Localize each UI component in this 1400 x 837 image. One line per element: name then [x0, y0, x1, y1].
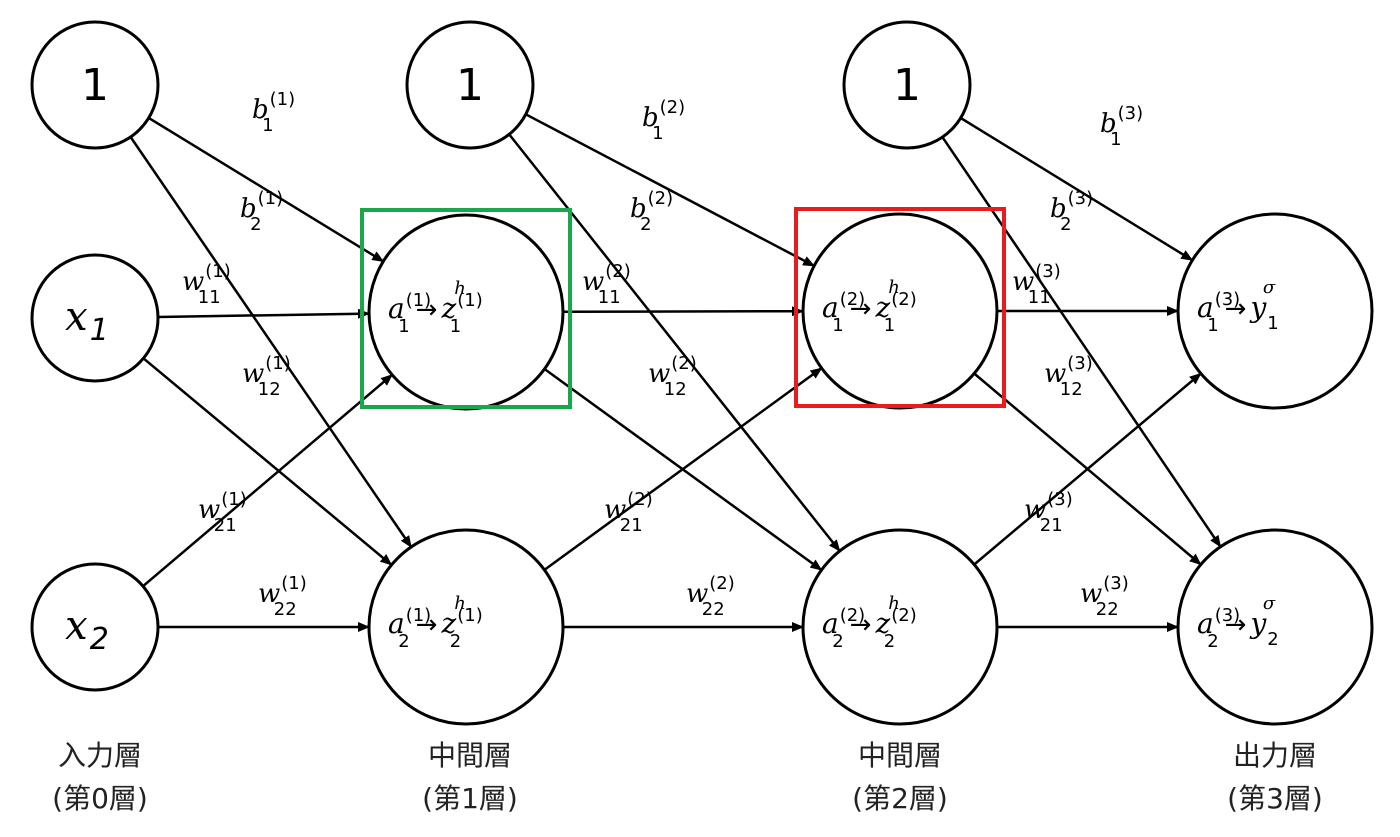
node-x1: x1 — [30, 253, 160, 383]
edge-n11-n21 — [562, 306, 804, 317]
edge-label-w21-1: w(1)21 — [198, 489, 247, 536]
edge-b1-n22 — [508, 133, 841, 552]
node-circle — [1176, 528, 1374, 726]
network-nodes: 1x1x21a(1)1→z(1)1ha(1)2→z(1)2h1a(2)1→z(2… — [30, 20, 1374, 726]
node-b2: 1 — [842, 20, 972, 150]
node-b0: 1 — [30, 20, 160, 150]
edge-label-b2-3: b(3)2 — [1050, 188, 1093, 235]
node-n31: a(3)1→y1σ — [1176, 212, 1374, 410]
edge-b0-n12 — [129, 136, 413, 548]
bias-unit-text: 1 — [893, 60, 921, 111]
activation-function-label: σ — [1263, 593, 1276, 614]
edge-label-w11-2: w(2)11 — [582, 261, 631, 308]
neuron-expression: a(2)1→z(2)1 — [822, 289, 917, 336]
edge-b0-n11 — [148, 116, 385, 263]
edge-label-w12-2: w(2)12 — [648, 353, 697, 400]
bias-unit-text: 1 — [456, 60, 484, 111]
neuron-expression: a(1)1→z(1)1 — [388, 290, 483, 337]
layer-title-L3: 出力層 — [1233, 739, 1317, 772]
edge-label-w22-2: w(2)22 — [686, 573, 735, 620]
edge-label-b1-2: b(2)1 — [642, 97, 685, 144]
edge-b2-n31 — [960, 116, 1194, 262]
activation-function-label: h — [454, 593, 466, 614]
activation-function-label: h — [454, 278, 466, 299]
edge-b2-n32 — [941, 136, 1222, 548]
layer-subtitle-L3: (第3層) — [1227, 782, 1323, 815]
edge-label-b2-2: b(2)2 — [630, 188, 673, 235]
node-circle — [801, 528, 999, 726]
edge-x2-n11 — [142, 373, 393, 588]
highlight-boxes — [360, 207, 1006, 409]
connection-edges — [129, 113, 1222, 632]
edge-label-b1-3: b(3)1 — [1100, 103, 1143, 150]
node-n21: a(2)1→z(2)1h — [801, 212, 999, 410]
node-x2: x2 — [30, 562, 160, 692]
layer-labels: 入力層 (第0層) 中間層 (第1層) 中間層 (第2層) 出力層 (第3層) — [52, 739, 1323, 815]
node-n12: a(1)2→z(1)2h — [367, 528, 565, 726]
node-circle — [842, 20, 972, 150]
node-circle — [30, 20, 160, 150]
edge-label-w12-1: w(1)12 — [242, 353, 291, 400]
node-b1: 1 — [405, 20, 535, 150]
activation-function-label: h — [888, 277, 900, 298]
bias-unit-text: 1 — [81, 60, 109, 111]
layer-title-L1: 中間層 — [428, 739, 512, 772]
node-circle — [367, 528, 565, 726]
highlight-box-n11 — [360, 208, 572, 409]
edge-x1-n12 — [142, 357, 393, 566]
highlight-box-n21 — [794, 207, 1006, 408]
neuron-expression: a(2)2→z(2)2 — [822, 605, 917, 652]
edge-label-w11-1: w(1)11 — [182, 261, 231, 308]
edge-label-w22-1: w(1)22 — [258, 573, 307, 620]
node-n22: a(2)2→z(2)2h — [801, 528, 999, 726]
edge-n12-n21 — [543, 367, 823, 571]
edge-b1-n21 — [525, 113, 815, 268]
layer-subtitle-L2: (第2層) — [852, 782, 948, 815]
layer-title-L2: 中間層 — [858, 739, 942, 772]
edge-label-w21-2: w(2)21 — [604, 489, 653, 536]
node-circle — [30, 562, 160, 692]
node-circle — [405, 20, 535, 150]
edge-x1-n11 — [157, 308, 370, 319]
edge-label-w11-3: w(3)11 — [1012, 261, 1061, 308]
neuron-expression: a(3)1→y1 — [1197, 289, 1279, 336]
node-circle — [1176, 212, 1374, 410]
node-n32: a(3)2→y2σ — [1176, 528, 1374, 726]
neuron-expression: a(1)2→z(1)2 — [388, 605, 483, 652]
node-circle — [30, 253, 160, 383]
activation-function-label: σ — [1263, 277, 1276, 298]
edge-n22-n31 — [973, 372, 1202, 566]
edge-label-w12-3: w(3)12 — [1044, 353, 1093, 400]
layer-title-L0: 入力層 — [58, 739, 142, 772]
edge-label-w22-3: w(3)22 — [1080, 573, 1129, 620]
edge-label-b1-1: b(1)1 — [252, 89, 295, 136]
edge-label-w21-3: w(3)21 — [1024, 489, 1073, 536]
activation-function-label: h — [888, 593, 900, 614]
input-variable-text: x2 — [65, 603, 109, 657]
edge-labels: b(1)1 b(1)2w(1)11w(1)12 w(1)21w(1)22 b(2)1 b… — [182, 89, 1143, 620]
layer-subtitle-L1: (第1層) — [422, 782, 518, 815]
layer-subtitle-L0: (第0層) — [52, 782, 148, 815]
edge-label-b2-1: b(1)2 — [240, 188, 283, 235]
neuron-expression: a(3)2→y2 — [1197, 605, 1279, 652]
input-variable-text: x1 — [65, 294, 109, 348]
node-n11: a(1)1→z(1)1h — [367, 213, 565, 411]
